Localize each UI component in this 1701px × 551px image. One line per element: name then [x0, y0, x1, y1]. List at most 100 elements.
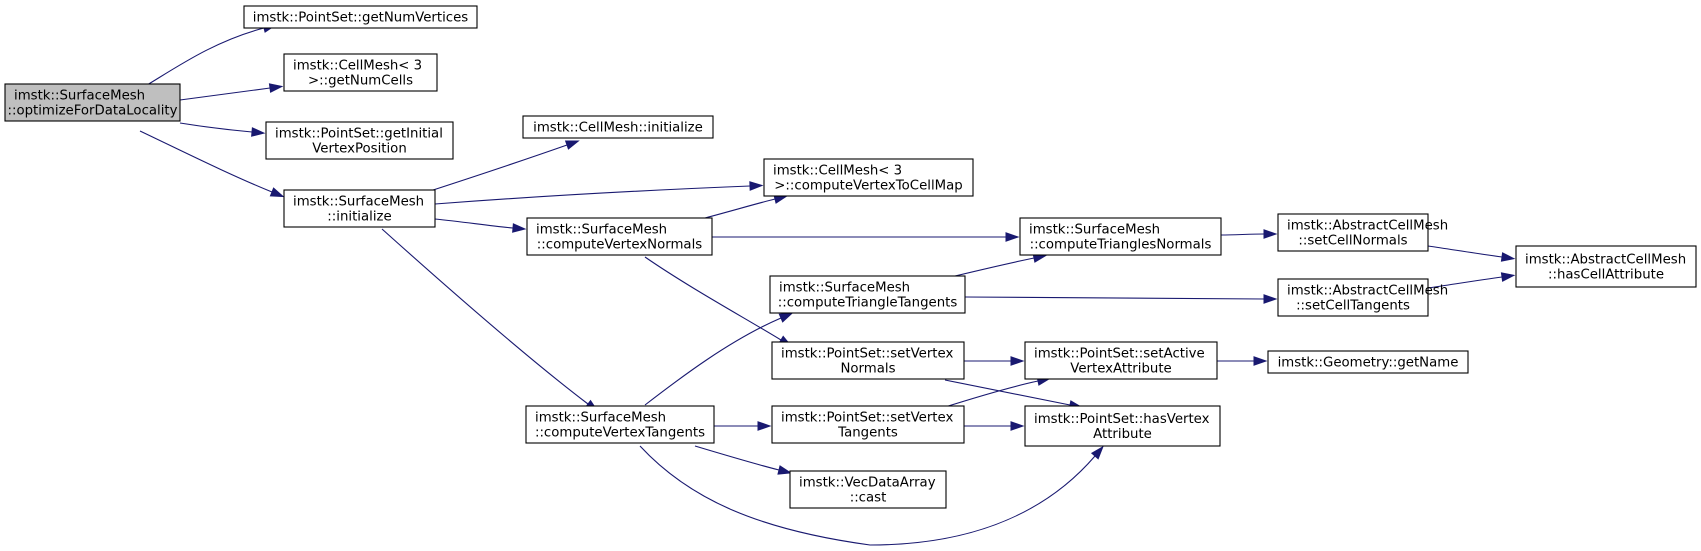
node-label-line: imstk::CellMesh< 3: [293, 59, 422, 74]
node-box: [763, 158, 974, 197]
node-sm_computeVertexTangents[interactable]: imstk::SurfaceMesh::computeVertexTangent…: [525, 405, 715, 444]
node-box: [243, 5, 478, 29]
node-sm_initialize[interactable]: imstk::SurfaceMesh::initialize: [283, 189, 436, 228]
node-box: [789, 470, 947, 509]
node-cm_computeVertexToCellMap[interactable]: imstk::CellMesh< 3>::computeVertexToCell…: [763, 158, 974, 197]
node-label-line: imstk::CellMesh::initialize: [533, 121, 703, 136]
edge-acm_setCellNormals-to-acm_hasCellAttribute: [1427, 245, 1516, 262]
node-box: [522, 115, 714, 139]
node-label-line: imstk::PointSet::setVertex: [781, 411, 953, 426]
node-label-line: imstk::SurfaceMesh: [536, 223, 667, 238]
node-label-line: ::computeTrianglesNormals: [1030, 238, 1212, 253]
node-box: [1515, 245, 1697, 288]
arrowhead-icon: [1500, 252, 1516, 262]
node-label-line: ::cast: [850, 491, 887, 506]
node-acm_hasCellAttribute[interactable]: imstk::AbstractCellMesh::hasCellAttribut…: [1515, 245, 1697, 288]
node-cm_getNumCells[interactable]: imstk::CellMesh< 3>::getNumCells: [283, 53, 438, 92]
node-label-line: imstk::PointSet::hasVertex: [1034, 412, 1210, 427]
edge-line: [944, 379, 1071, 406]
arrowhead-icon: [749, 181, 764, 191]
node-label-line: ::computeVertexNormals: [537, 238, 702, 253]
node-box: [771, 405, 965, 444]
node-label-line: VertexAttribute: [1070, 362, 1171, 377]
edge-root-to-sm_initialize: [139, 130, 285, 198]
node-label-line: imstk::VecDataArray: [799, 476, 936, 491]
node-sm_computeVertexNormals[interactable]: imstk::SurfaceMesh::computeVertexNormals: [526, 217, 713, 256]
node-label-line: ::setCellTangents: [1296, 299, 1410, 314]
node-box: [525, 405, 715, 444]
arrowhead-icon: [778, 312, 794, 323]
node-label-line: ::computeVertexTangents: [535, 426, 705, 441]
edge-line: [1427, 245, 1503, 258]
edge-sm_computeTrianglesNormals-to-acm_setCellNormals: [1220, 229, 1278, 239]
edge-sm_computeVertexNormals-to-cm_computeVertexToCellMap: [704, 194, 789, 219]
node-box: [1277, 278, 1429, 317]
arrowhead-icon: [1090, 445, 1104, 460]
node-sm_computeTrianglesNormals[interactable]: imstk::SurfaceMesh::computeTrianglesNorm…: [1019, 217, 1222, 256]
arrowhead-icon: [251, 127, 266, 137]
edge-line: [1427, 276, 1503, 289]
node-label-line: imstk::SurfaceMesh: [14, 89, 145, 104]
edge-ps_setVertexNormals-to-ps_hasVertexAttribute: [944, 379, 1084, 410]
edge-line: [694, 445, 780, 471]
arrowhead-icon: [269, 187, 285, 198]
edge-sm_computeVertexTangents-to-sm_computeTriangleTangents: [644, 312, 794, 406]
node-ps_getNumVertices[interactable]: imstk::PointSet::getNumVertices: [243, 5, 478, 29]
node-label-line: imstk::SurfaceMesh: [779, 281, 910, 296]
node-label-line: imstk::SurfaceMesh: [535, 411, 666, 426]
node-box: [265, 121, 454, 160]
node-geo_getName[interactable]: imstk::Geometry::getName: [1267, 350, 1469, 374]
node-label-line: Tangents: [837, 426, 898, 441]
edge-ps_setVertexTangents-to-ps_setActiveVertexAttribute: [944, 376, 1052, 408]
node-label-line: imstk::PointSet::setActive: [1034, 347, 1205, 362]
arrowhead-icon: [1010, 421, 1025, 431]
node-acm_setCellNormals[interactable]: imstk::AbstractCellMesh::setCellNormals: [1277, 213, 1448, 252]
edge-line: [381, 228, 589, 405]
edge-sm_computeVertexNormals-to-ps_setVertexNormals: [644, 256, 793, 348]
edge-sm_initialize-to-cm_initialize: [429, 140, 580, 192]
edge-ps_setVertexTangents-to-ps_hasVertexAttribute: [964, 421, 1025, 431]
edges-layer: [136, 23, 1516, 546]
edge-sm_computeTriangleTangents-to-acm_setCellTangents: [964, 294, 1278, 304]
edge-sm_computeTriangleTangents-to-sm_computeTrianglesNormals: [954, 253, 1048, 277]
node-box: [283, 53, 438, 92]
node-label-line: imstk::PointSet::setVertex: [781, 347, 953, 362]
arrowhead-icon: [564, 140, 580, 150]
node-ps_setActiveVertexAttribute[interactable]: imstk::PointSet::setActiveVertexAttribut…: [1024, 341, 1218, 380]
edge-line: [139, 130, 273, 193]
arrowhead-icon: [1010, 356, 1025, 366]
node-box: [1277, 213, 1429, 252]
edge-line: [964, 296, 1265, 300]
node-label-line: ::setCellNormals: [1298, 234, 1407, 249]
edge-sm_computeVertexTangents-to-ps_setVertexTangents: [714, 421, 772, 431]
edge-line: [944, 380, 1039, 408]
arrowhead-icon: [268, 83, 284, 93]
node-vda_cast[interactable]: imstk::VecDataArray::cast: [789, 470, 947, 509]
node-cm_initialize[interactable]: imstk::CellMesh::initialize: [522, 115, 714, 139]
edge-acm_setCellTangents-to-acm_hasCellAttribute: [1427, 272, 1516, 289]
edge-line: [704, 198, 776, 219]
node-label-line: imstk::PointSet::getNumVertices: [253, 11, 469, 26]
node-label-line: imstk::SurfaceMesh: [1029, 223, 1160, 238]
edge-sm_computeVertexNormals-to-sm_computeTrianglesNormals: [712, 232, 1020, 242]
edge-ps_setActiveVertexAttribute-to-geo_getName: [1217, 356, 1268, 366]
node-label-line: ::hasCellAttribute: [1548, 268, 1664, 283]
edge-sm_initialize-to-cm_computeVertexToCellMap: [434, 181, 764, 205]
edge-line: [954, 257, 1035, 277]
node-sm_computeTriangleTangents[interactable]: imstk::SurfaceMesh::computeTriangleTange…: [769, 275, 966, 314]
edge-line: [434, 185, 751, 205]
edge-sm_computeVertexTangents-to-vda_cast: [694, 445, 793, 475]
arrowhead-icon: [1005, 232, 1020, 242]
node-ps_getInitialVertexPosition[interactable]: imstk::PointSet::getInitialVertexPositio…: [265, 121, 454, 160]
node-label-line: imstk::CellMesh< 3: [773, 164, 902, 179]
node-root[interactable]: imstk::SurfaceMesh::optimizeForDataLocal…: [4, 83, 181, 122]
node-label-line: Normals: [840, 362, 895, 377]
node-acm_setCellTangents[interactable]: imstk::AbstractCellMesh::setCellTangents: [1277, 278, 1448, 317]
node-label-line: VertexPosition: [312, 142, 407, 157]
node-box: [283, 189, 436, 228]
node-label-line: imstk::AbstractCellMesh: [1525, 253, 1686, 268]
